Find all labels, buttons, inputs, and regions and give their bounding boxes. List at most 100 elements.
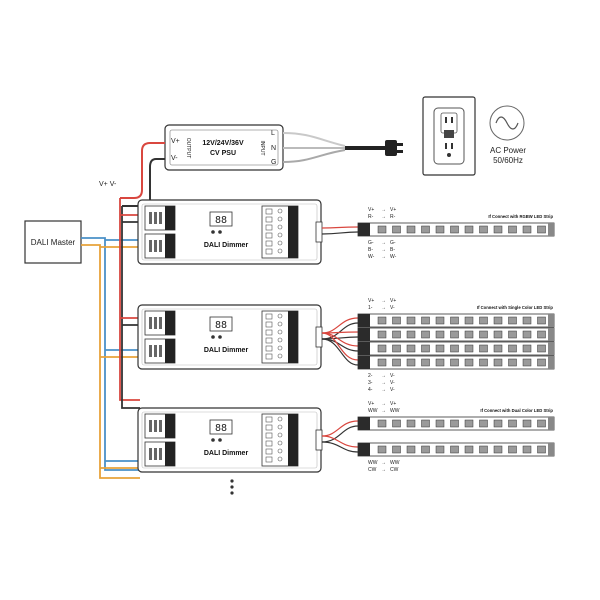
led-chip xyxy=(464,344,474,353)
plug-icon xyxy=(385,140,403,156)
pin-to: W- xyxy=(390,254,397,260)
pin-to: CW xyxy=(390,467,399,473)
psu-in-g: G xyxy=(271,159,276,166)
digit-display: 88 xyxy=(209,211,233,227)
psu-in-n: N xyxy=(271,145,276,152)
led-chip xyxy=(450,344,459,353)
led-chip xyxy=(464,316,474,325)
arrow-icon: → xyxy=(381,247,386,253)
psu-out-pos: V+ xyxy=(171,138,180,145)
led-chip xyxy=(377,344,387,353)
led-chip xyxy=(450,225,459,234)
led-chip xyxy=(377,330,387,339)
led-strip xyxy=(357,416,555,431)
led-chip xyxy=(522,225,532,234)
pin-from: W- xyxy=(368,254,375,260)
digit-readout: 88 xyxy=(215,215,227,226)
arrow-icon: → xyxy=(381,380,386,386)
led-strip xyxy=(357,442,555,457)
digit-readout: 88 xyxy=(215,320,227,331)
pin-to: V+ xyxy=(390,207,396,213)
arrow-icon: → xyxy=(381,387,386,393)
pin-to: WW xyxy=(390,408,400,414)
terminal-block xyxy=(144,441,176,467)
digit-readout: 88 xyxy=(215,423,227,434)
psu-output-wires xyxy=(120,142,165,207)
led-chip xyxy=(435,419,445,428)
led-chip xyxy=(406,344,416,353)
button-icon xyxy=(211,438,215,442)
led-chip xyxy=(392,358,401,367)
arrow-icon: → xyxy=(381,254,386,260)
led-chip xyxy=(522,330,532,339)
arrow-icon: → xyxy=(381,401,386,407)
arrow-icon: → xyxy=(381,207,386,213)
terminal-block xyxy=(144,413,176,439)
led-chip xyxy=(377,419,387,428)
more-dimmers-indicator xyxy=(230,479,234,495)
pin-from: V+ xyxy=(368,298,374,304)
strip-section-title: If Connect with RGBW LED Strip xyxy=(488,214,553,219)
led-chip xyxy=(479,358,488,367)
led-chip xyxy=(392,445,401,454)
led-chip xyxy=(421,225,430,234)
pin-to: WW xyxy=(390,460,400,466)
arrow-icon: → xyxy=(381,214,386,220)
led-chip xyxy=(392,225,401,234)
led-chip xyxy=(537,330,546,339)
pin-from: V+ xyxy=(368,207,374,213)
pin-from: G- xyxy=(368,240,374,246)
led-chip xyxy=(421,344,430,353)
led-chip xyxy=(537,445,546,454)
led-chip xyxy=(479,330,488,339)
led-chip xyxy=(508,358,517,367)
strip-section-title: If Connect with Single Color LED Strip xyxy=(477,305,554,310)
led-chip xyxy=(406,316,416,325)
led-chip xyxy=(479,344,488,353)
arrow-icon: → xyxy=(381,460,386,466)
output-wire-bundle xyxy=(321,317,359,366)
terminal-block xyxy=(144,205,176,231)
arrow-icon: → xyxy=(381,240,386,246)
led-chip xyxy=(479,316,488,325)
led-chip xyxy=(508,330,517,339)
power-bus-wires xyxy=(119,198,140,409)
led-chip xyxy=(493,316,503,325)
button-icon xyxy=(218,438,222,442)
led-chip xyxy=(522,358,532,367)
output-terminal-block xyxy=(261,413,299,467)
led-chip xyxy=(406,330,416,339)
led-chip xyxy=(508,316,517,325)
led-chip xyxy=(421,358,430,367)
dali-bus-wires xyxy=(81,237,140,479)
psu-out-neg: V- xyxy=(171,155,178,162)
led-chip xyxy=(377,316,387,325)
led-chip xyxy=(377,358,387,367)
pin-to: V- xyxy=(390,380,395,386)
psu-in-l: L xyxy=(271,130,275,137)
terminal-block xyxy=(144,233,176,259)
pin-from: V+ xyxy=(368,401,374,407)
ac-power-line2: 50/60Hz xyxy=(493,156,523,165)
led-chip xyxy=(435,445,445,454)
led-chip xyxy=(421,316,430,325)
pin-from: R- xyxy=(368,214,374,220)
led-strip xyxy=(357,355,555,370)
led-chip xyxy=(493,330,503,339)
led-chip xyxy=(450,358,459,367)
led-chip xyxy=(493,445,503,454)
dali-master-box: DALI Master xyxy=(24,220,82,264)
led-chip xyxy=(537,344,546,353)
output-terminal-block xyxy=(261,310,299,364)
terminal-block xyxy=(144,338,176,364)
led-chip xyxy=(377,445,387,454)
led-chip xyxy=(537,358,546,367)
pin-from: B- xyxy=(368,247,373,253)
led-chip xyxy=(450,316,459,325)
led-chip xyxy=(508,225,517,234)
power-wire-label: V+ V- xyxy=(99,181,117,188)
led-strip xyxy=(357,341,555,356)
led-chip xyxy=(493,358,503,367)
